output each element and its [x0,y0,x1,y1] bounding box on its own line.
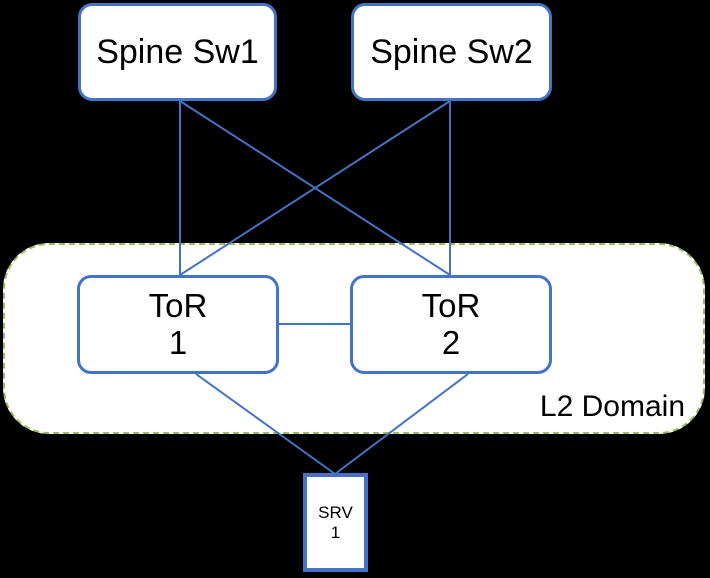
node-tor-2-index: 2 [441,323,461,361]
node-spine-sw2[interactable]: Spine Sw2 [351,3,552,101]
node-tor-1-index: 1 [168,323,188,361]
node-srv-1[interactable]: SRV 1 [303,473,368,572]
l2-domain-label: L2 Domain [539,390,685,423]
node-spine-sw1[interactable]: Spine Sw1 [78,3,277,101]
node-tor-1-label: ToR [148,286,208,324]
node-spine-sw1-label: Spine Sw1 [96,32,259,71]
node-tor-1[interactable]: ToR 1 [77,275,279,374]
node-srv-1-label: SRV [318,503,353,523]
node-tor-2-label: ToR [421,286,481,324]
node-tor-2[interactable]: ToR 2 [350,275,552,374]
node-srv-1-index: 1 [330,522,341,542]
node-spine-sw2-label: Spine Sw2 [370,32,533,71]
